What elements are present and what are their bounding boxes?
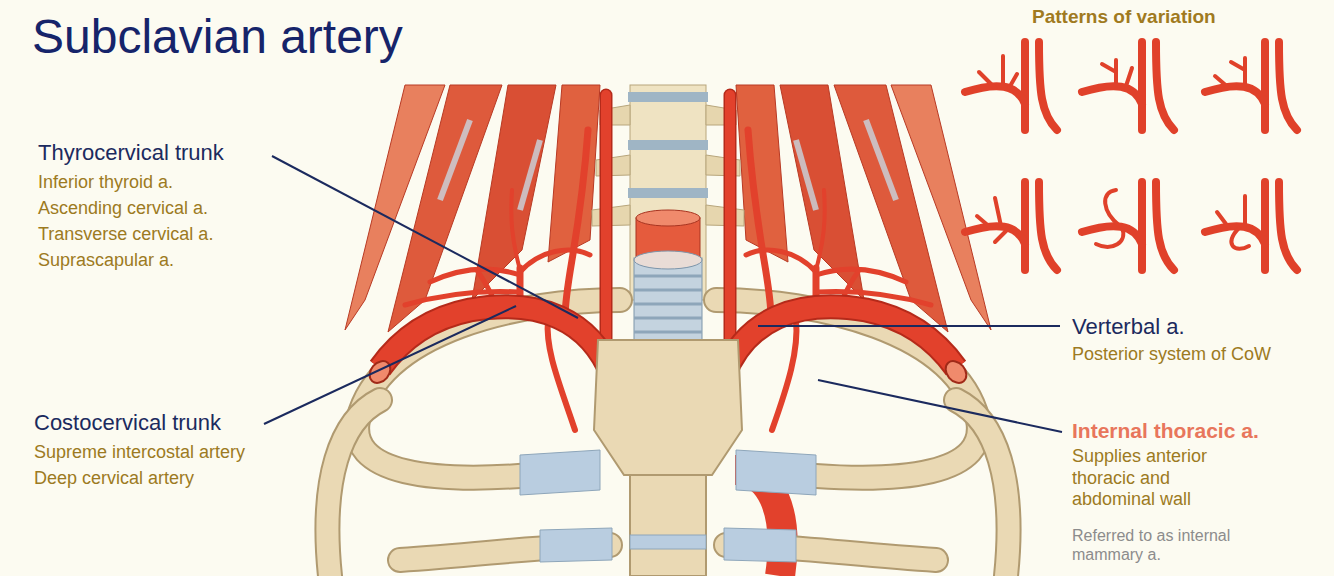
branch-name: Transverse cervical a. — [38, 224, 213, 246]
artery-note: Referred to as internal mammary a. — [1072, 526, 1287, 564]
branch-name: Suprascapular a. — [38, 250, 174, 272]
artery-heading: Costocervical trunk — [34, 410, 221, 436]
artery-heading: Thyrocervical trunk — [38, 140, 224, 166]
artery-heading: Internal thoracic a. — [1072, 418, 1259, 443]
variation-icons — [965, 42, 1297, 270]
section-heading: Patterns of variation — [1032, 6, 1216, 29]
artery-note: Supplies anterior thoracic and abdominal… — [1072, 446, 1247, 511]
branch-name: Supreme intercostal artery — [34, 442, 245, 464]
branch-name: Ascending cervical a. — [38, 198, 208, 220]
branch-name: Deep cervical artery — [34, 468, 194, 490]
artery-heading: Verterbal a. — [1072, 314, 1185, 340]
leader-lines — [264, 156, 1062, 432]
branch-name: Inferior thyroid a. — [38, 172, 173, 194]
ribs — [327, 300, 1008, 576]
sternum — [594, 340, 742, 576]
vertebral-column — [592, 85, 744, 300]
slide-title: Subclavian artery — [32, 8, 403, 66]
artery-note: Posterior system of CoW — [1072, 344, 1282, 366]
